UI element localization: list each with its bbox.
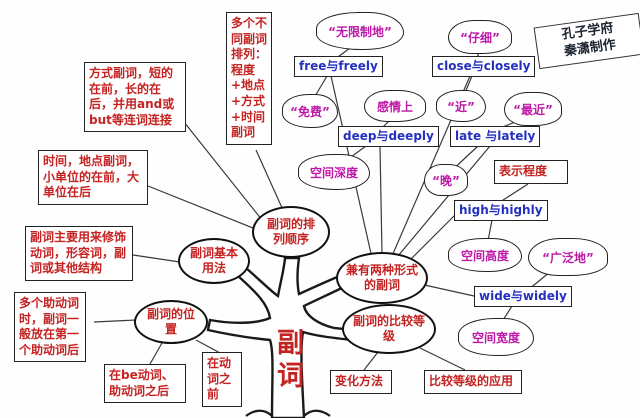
pair-close-closely: close与closely: [432, 56, 536, 78]
topic-ellipse-two-forms: 兼有两种形式的副词: [336, 252, 428, 304]
note-box-degree: 表示程度: [494, 160, 568, 184]
cloud-late: “晚”: [424, 164, 468, 196]
cloud-unlimited: “无限制地”: [316, 12, 404, 50]
pair-late-lately: late 与lately: [450, 126, 541, 148]
cloud-spatial-height: 空间高度: [448, 238, 522, 272]
note-box-comparison-usage: 比较等级的应用: [424, 370, 522, 394]
cloud-carefully: “仔细”: [448, 20, 512, 54]
cloud-near: “近”: [436, 90, 486, 122]
topic-ellipse-arrangement-order: 副词的排列顺序: [252, 206, 330, 258]
pair-deep-deeply: deep与deeply: [338, 126, 439, 148]
cloud-widely: “广泛地”: [528, 238, 608, 276]
topic-ellipse-position: 副词的位置: [134, 300, 208, 344]
cloud-spatial-width: 空间宽度: [458, 318, 534, 356]
note-box-multiple-adverb-order: 多个不同副词排列：程度+地点+方式+时间副词: [226, 12, 272, 145]
note-box-auxiliary-position: 多个助动词时，副词一般放在第一个助动词后: [14, 292, 86, 363]
pair-high-highly: high与highly: [454, 200, 548, 222]
note-box-before-verb: 在动词之前: [202, 352, 242, 407]
note-box-adverb-modifies: 副词主要用来修饰动词，形容词，副词或其他结构: [25, 226, 133, 281]
trunk-label-adverb: 副词: [272, 328, 303, 394]
cloud-recently: “最近”: [504, 92, 562, 126]
note-box-after-be-verb: 在be动词、助动词之后: [104, 364, 186, 404]
note-box-manner-adverbs: 方式副词，短的在前，长的在后，并用and或but等连词连接: [84, 62, 186, 133]
note-box-change-method: 变化方法: [330, 370, 392, 394]
pair-wide-widely: wide与widely: [474, 286, 572, 308]
note-box-time-place-adverbs: 时间，地点副词，小单位的在前，大单位在后: [38, 150, 148, 205]
cloud-free-of-charge: “免费”: [282, 94, 338, 128]
pair-free-freely: free与freely: [294, 56, 383, 78]
topic-ellipse-basic-usage: 副词基本用法: [178, 238, 250, 284]
cloud-emotionally: 感情上: [364, 90, 426, 122]
cloud-spatial-depth: 空间深度: [298, 154, 370, 190]
topic-ellipse-comparison-degree: 副词的比较等级: [342, 304, 436, 354]
